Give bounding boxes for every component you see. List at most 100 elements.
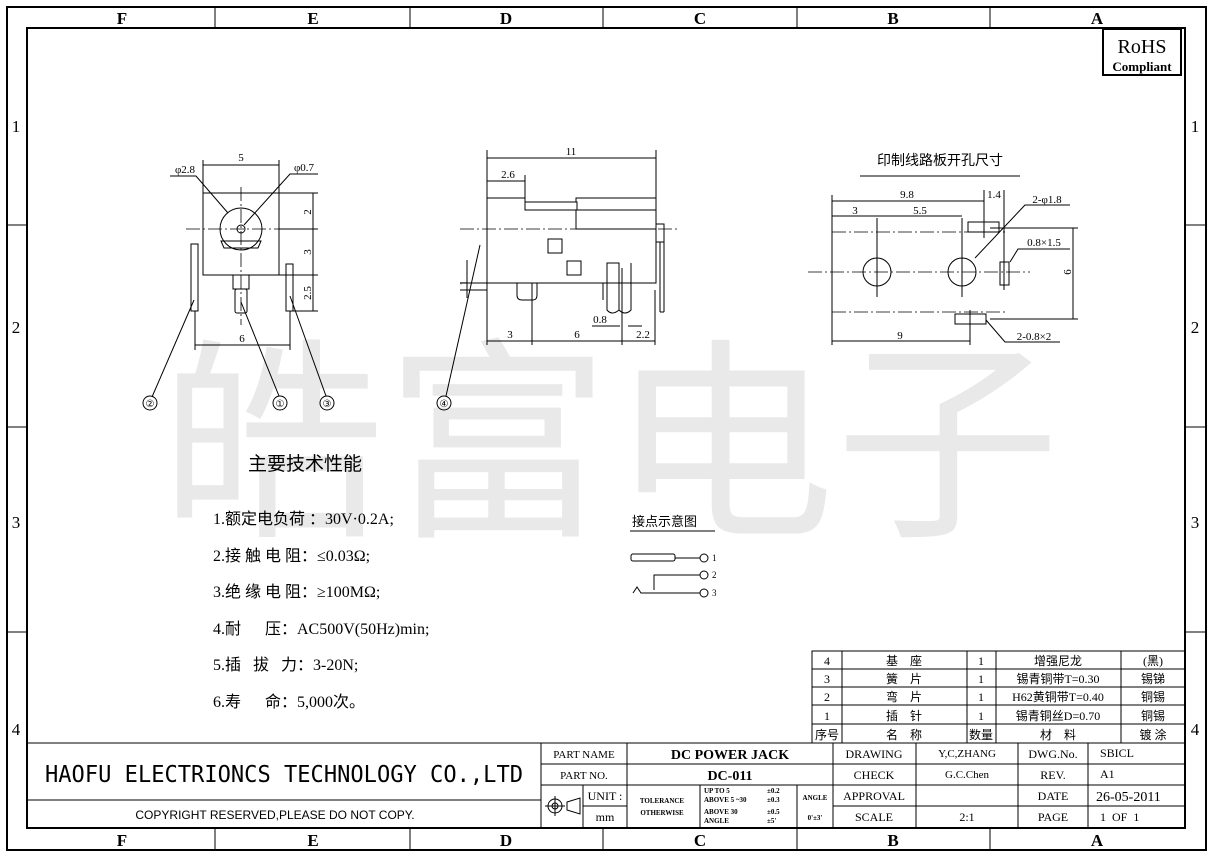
- title-block: HAOFU ELECTRIONCS TECHNOLOGY CO.,LTD COP…: [27, 742, 1185, 828]
- parts-table: 4 基 座 1 增强尼龙 (黑) 3 簧 片 1 锡青铜带T=0.30 锡锑 2…: [811, 650, 1186, 744]
- balloon-4: ④: [440, 399, 449, 410]
- part-material: 锡青铜丝D=0.70: [1016, 708, 1100, 723]
- dwg-no-label: DWG.No.: [1028, 747, 1077, 761]
- date-label: DATE: [1038, 789, 1069, 803]
- dim-holes: 2-φ1.8: [1032, 194, 1062, 206]
- unit-label: UNIT :: [588, 789, 623, 803]
- rohs-subtitle: Compliant: [1112, 59, 1172, 74]
- part-name-value: DC POWER JACK: [671, 748, 789, 763]
- part-finish: (黑): [1143, 654, 1163, 668]
- page-label: PAGE: [1038, 810, 1068, 824]
- dim-1-4: 1.4: [987, 189, 1001, 201]
- dim-5-5: 5.5: [913, 205, 927, 217]
- check-label: CHECK: [854, 768, 895, 782]
- part-name: 弯 片: [886, 689, 922, 704]
- part-finish: 铜锡: [1141, 708, 1165, 723]
- tolerance-label: TOLERANCE: [640, 797, 685, 805]
- dim-h1: 2: [302, 209, 314, 215]
- specs: 主要技术性能 1.额定电负荷 ：30V·0.2A; 2.接 触 电 阻：≤0.0…: [213, 453, 429, 711]
- tol-range: ANGLE: [704, 817, 729, 825]
- row-label-2-right: 2: [1191, 318, 1200, 337]
- row-label-4: 4: [12, 720, 21, 739]
- company-name: HAOFU ELECTRIONCS TECHNOLOGY CO.,LTD: [45, 762, 523, 788]
- frame: F E D C B A F E D C B A 1 2 3 4 1 2 3 4: [6, 6, 1207, 851]
- part-material: 增强尼龙: [1034, 654, 1082, 668]
- part-no: 3: [824, 672, 830, 686]
- part-material: H62黄铜带T=0.40: [1012, 689, 1104, 704]
- part-name: 簧 片: [886, 671, 922, 686]
- dim-h2: 3: [302, 249, 314, 255]
- tol-value: ±0.5: [767, 808, 780, 816]
- col-label-e: E: [307, 9, 318, 28]
- row-label-1: 1: [12, 117, 21, 136]
- part-name-label: PART NAME: [553, 749, 615, 761]
- scale-label: SCALE: [855, 810, 893, 824]
- part-qty: 1: [978, 709, 984, 723]
- projection-symbol-icon: [545, 796, 581, 816]
- col-label-c: C: [694, 9, 706, 28]
- part-no-value: DC-011: [707, 769, 752, 784]
- tol-range: ABOVE 30: [704, 808, 738, 816]
- unit-value: mm: [596, 810, 615, 824]
- rev-value: A1: [1100, 767, 1115, 781]
- balloon-2: ②: [146, 399, 155, 410]
- spec-item: 6.寿 命：5,000次。: [213, 693, 365, 711]
- pcb-layout: 印制线路板开孔尺寸 9.8 1.4 3 5.5 6 9 2-φ1: [808, 152, 1078, 345]
- header-material: 材 料: [1040, 728, 1076, 742]
- row-label-3: 3: [12, 513, 21, 532]
- col-label-e-bottom: E: [307, 831, 318, 850]
- dim-9-8: 9.8: [900, 189, 914, 201]
- copyright: COPYRIGHT RESERVED,PLEASE DO NOT COPY.: [135, 808, 414, 822]
- part-finish: 铜锡: [1141, 689, 1165, 704]
- tol-value: ±5': [767, 817, 776, 825]
- contacts-title: 接点示意图: [632, 514, 697, 529]
- dim-width: 5: [238, 152, 244, 164]
- part-name: 插 针: [886, 708, 922, 723]
- part-qty: 1: [978, 672, 984, 686]
- dim-slot2: 2-0.8×2: [1017, 331, 1052, 343]
- contact-pin-3: 3: [712, 588, 717, 598]
- rev-label: REV.: [1040, 768, 1065, 782]
- dwg-no-value: SBICL: [1100, 746, 1134, 760]
- col-label-b: B: [887, 9, 898, 28]
- header-finish: 镀 涂: [1139, 727, 1166, 742]
- part-no: 1: [824, 709, 830, 723]
- pcb-title: 印制线路板开孔尺寸: [877, 152, 1003, 168]
- col-label-d: D: [500, 9, 512, 28]
- drawing-value: Y,C,ZHANG: [938, 748, 996, 760]
- balloon-1: ①: [276, 399, 285, 410]
- rohs-title: RoHS: [1118, 36, 1167, 58]
- dim-3: 3: [852, 205, 858, 217]
- otherwise-label: OTHERWISE: [640, 809, 684, 817]
- tol-value: ±0.3: [767, 796, 780, 804]
- row-label-1-right: 1: [1191, 117, 1200, 136]
- dim-0-8: 0.8: [593, 314, 607, 326]
- dim-slot1: 0.8×1.5: [1027, 237, 1061, 249]
- part-name: 基 座: [886, 653, 922, 668]
- scale-value: 2:1: [959, 810, 974, 824]
- side-view: 11 2.6 3 6 0.8 2.2 1 ④: [436, 146, 680, 411]
- dim-h3: 2.5: [302, 286, 314, 300]
- dim-phi-pin: φ0.7: [294, 162, 315, 174]
- date-value: 26-05-2011: [1096, 790, 1161, 805]
- col-label-a: A: [1091, 9, 1104, 28]
- rohs-badge: RoHS Compliant: [1102, 28, 1182, 76]
- drawing-label: DRAWING: [845, 747, 902, 761]
- contact-pin-2: 2: [712, 570, 717, 580]
- balloon-3: ③: [323, 399, 332, 410]
- col-label-a-bottom: A: [1091, 831, 1104, 850]
- dim-step: 2.6: [501, 169, 515, 181]
- dim-1: 1: [458, 280, 470, 286]
- tol-value: ±0.2: [767, 787, 780, 795]
- tol-range: ABOVE 5 ~30: [704, 796, 747, 804]
- watermark: 皓富电子: [160, 320, 1060, 571]
- contact-pin-1: 1: [712, 553, 717, 563]
- col-label-d-bottom: D: [500, 831, 512, 850]
- spec-item: 5.插 拔 力：3-20N;: [213, 656, 358, 674]
- spec-item: 1.额定电负荷 ：30V·0.2A;: [213, 510, 394, 528]
- spec-item: 2.接 触 电 阻：≤0.03Ω;: [213, 547, 370, 565]
- col-label-f-bottom: F: [117, 831, 127, 850]
- part-no-label: PART NO.: [560, 770, 608, 782]
- dim-phi-outer: φ2.8: [175, 164, 196, 176]
